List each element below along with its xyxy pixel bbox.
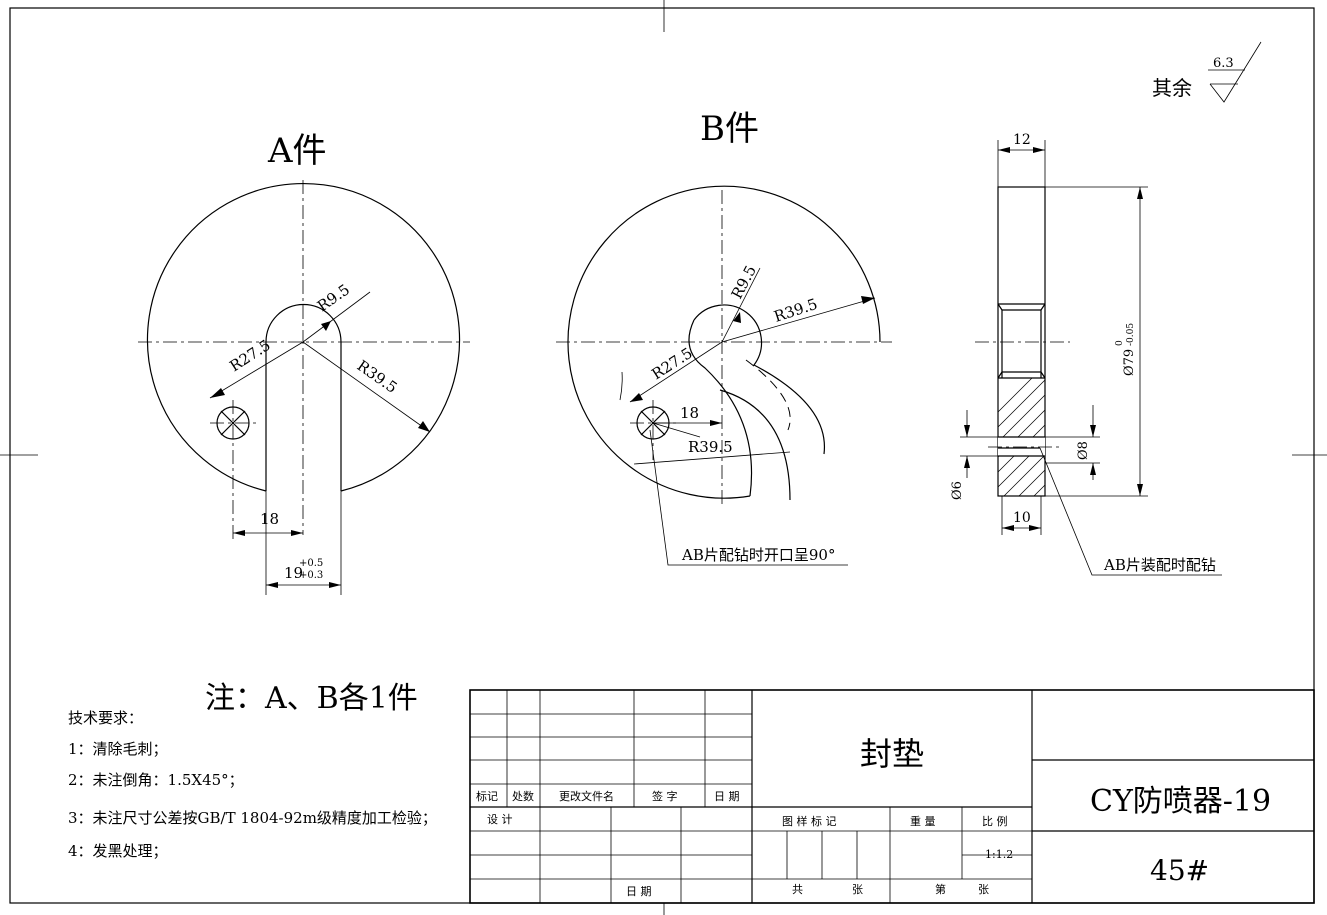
title-block: 标记 处数 更改文件名 签 字 日 期 设 计 日 期 封垫 图 样 标 记 重… — [469, 689, 1315, 904]
tb-scale-label: 比 例 — [982, 814, 1008, 828]
dim-section-dia: Ø79 — [1122, 349, 1137, 376]
drawing-border — [9, 7, 1315, 904]
dim-a-r-large: R39.5 — [354, 357, 401, 397]
dim-a-slot-upper: +0.5 — [299, 558, 323, 569]
dim-a-r-small: R9.5 — [314, 280, 353, 315]
view-a-title: A件 — [267, 131, 327, 171]
dim-b-offset: 18 — [680, 404, 699, 422]
dim-b-r-small: R9.5 — [728, 262, 760, 301]
tb-sheet-no: 第 — [935, 882, 946, 896]
tb-total: 共 — [792, 883, 803, 896]
view-b: B件 R9.5 R39.5 R27.5 18 R39.5 — [556, 109, 892, 566]
dim-section-dia-lower: -0.05 — [1126, 323, 1136, 346]
tb-design: 设 计 — [487, 813, 513, 826]
view-b-slot — [693, 304, 826, 455]
quantity-note: 注：A、B各1件 — [205, 681, 418, 716]
tb-date: 日 期 — [626, 885, 652, 898]
tb-drawing-no: CY防喷器-19 — [1090, 784, 1271, 819]
roughness-label: 其余 — [1152, 76, 1192, 100]
view-a-outline — [146, 183, 461, 492]
tb-sheet-unit-2: 张 — [978, 883, 989, 896]
dim-section-base: 10 — [1013, 510, 1031, 526]
dim-section-drill: Ø6 — [950, 481, 965, 500]
dim-section-hole: Ø8 — [1076, 441, 1091, 460]
view-a: A件 R9.5 R27.5 R39.5 18 19 — [138, 131, 470, 595]
tb-header-mark: 标记 — [476, 789, 498, 803]
dim-a-slot: 19 — [284, 564, 303, 582]
tb-weight: 重 量 — [910, 814, 936, 828]
view-b-title: B件 — [700, 109, 759, 149]
section-view: 12 Ø79 0 -0.05 Ø8 Ø6 10 AB片装配时配钻 — [950, 132, 1222, 576]
tech-requirements-title: 技术要求： — [68, 709, 143, 727]
tb-header-date: 日 期 — [714, 790, 740, 803]
dim-a-offset: 18 — [260, 510, 279, 528]
tech-requirement-2: 2：未注倒角：1.5X45°； — [68, 771, 244, 789]
tech-requirement-3: 3：未注尺寸公差按GB/T 1804-92m级精度加工检验； — [68, 809, 437, 827]
dim-section-leader-note: AB片装配时配钻 — [1103, 556, 1216, 574]
dim-a-slot-lower: +0.3 — [299, 570, 323, 581]
tb-part-name: 封垫 — [860, 735, 924, 773]
roughness-symbol: 其余 6.3 — [1152, 41, 1262, 103]
tech-requirement-1: 1：清除毛刺； — [68, 740, 168, 758]
tb-header-file: 更改文件名 — [559, 789, 614, 803]
dim-b-leader-note: AB片配钻时开口呈90° — [681, 546, 835, 564]
dim-section-dia-upper: 0 — [1115, 340, 1125, 346]
dim-b-r-hole: R39.5 — [688, 438, 733, 456]
view-a-slot — [265, 303, 342, 491]
tb-pattern-mark: 图 样 标 记 — [782, 814, 837, 828]
roughness-value: 6.3 — [1213, 56, 1234, 71]
tb-material: 45# — [1150, 854, 1209, 887]
tb-header-count: 处数 — [512, 790, 534, 803]
tech-requirement-4: 4：发黑处理； — [68, 842, 168, 860]
view-b-outline — [567, 185, 881, 499]
dim-section-width: 12 — [1013, 132, 1031, 148]
tb-scale-value: 1:1.2 — [985, 848, 1013, 861]
tb-sheet-unit: 张 — [852, 883, 863, 896]
tb-header-sign: 签 字 — [652, 789, 678, 803]
